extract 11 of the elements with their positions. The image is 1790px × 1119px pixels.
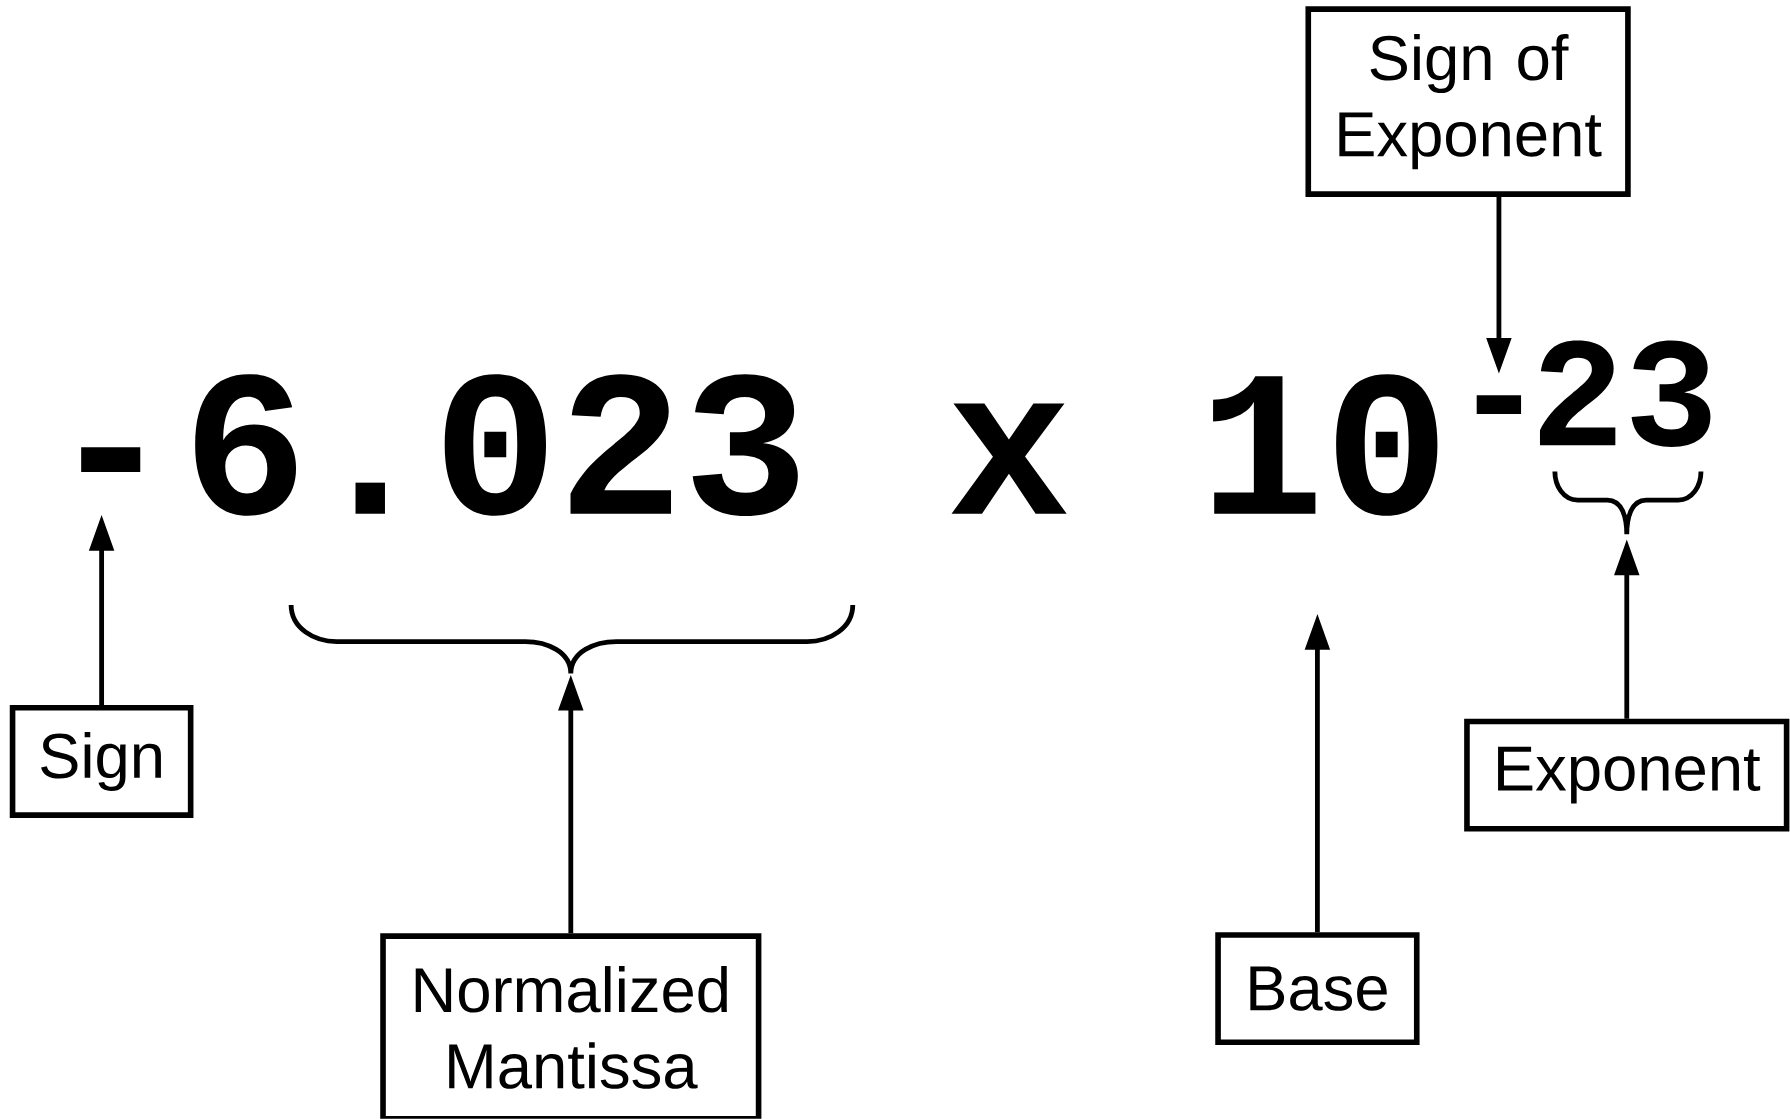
mantissa-digits: 6.023	[195, 374, 798, 517]
label-box: Base	[1215, 932, 1420, 1046]
multiplication-sign: x	[951, 403, 1067, 514]
minus-sign: -	[81, 447, 141, 473]
label-box: Exponent	[1464, 718, 1790, 832]
exponent-digits: 23	[1539, 340, 1711, 448]
label-box: Normalized Mantissa	[380, 933, 762, 1119]
base-digits: 10	[1213, 374, 1438, 516]
label-box: Sign	[9, 705, 194, 819]
minus-sign: -	[1476, 395, 1522, 415]
label-box: Sign of Exponent	[1305, 6, 1631, 197]
